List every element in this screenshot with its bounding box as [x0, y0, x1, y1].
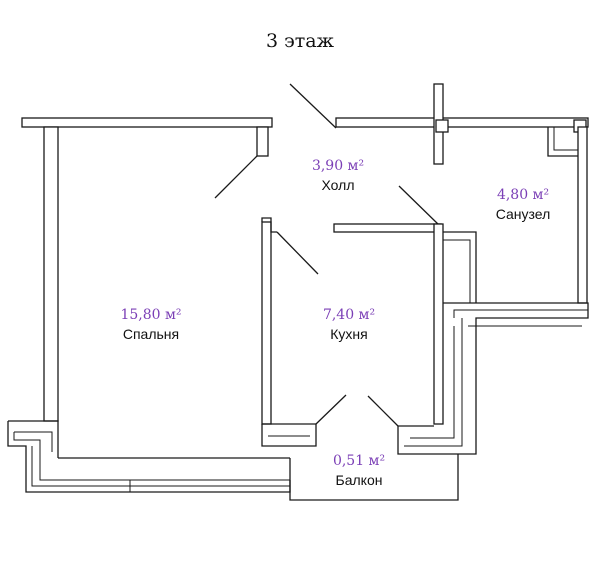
room-bathroom: 4,80 м² Санузел — [463, 186, 583, 224]
balcony-area: 0,51 м² — [332, 453, 386, 469]
room-hall: 3,90 м² Холл — [278, 157, 398, 195]
bathroom-name: Санузел — [495, 206, 551, 222]
hall-area: 3,90 м² — [311, 158, 365, 174]
floor-title: 3 этаж — [265, 30, 335, 52]
bedroom-walls — [21, 117, 273, 422]
room-bedroom: 15,80 м² Спальня — [91, 306, 211, 344]
door-swings — [214, 83, 441, 427]
bathroom-walls — [547, 126, 588, 304]
hall-top-wall — [335, 83, 589, 165]
bedroom-name: Спальня — [122, 326, 180, 342]
kitchen-name: Кухня — [330, 326, 368, 342]
hall-name: Холл — [321, 177, 355, 193]
bathroom-area: 4,80 м² — [496, 187, 550, 203]
room-balcony: 0,51 м² Балкон — [299, 452, 419, 490]
right-parapet — [289, 302, 589, 501]
bedroom-area: 15,80 м² — [120, 307, 182, 323]
left-parapet — [7, 420, 291, 493]
balcony-name: Балкон — [335, 472, 383, 488]
kitchen-area: 7,40 м² — [322, 307, 376, 323]
kitchen-lower-wall — [261, 423, 317, 447]
room-kitchen: 7,40 м² Кухня — [289, 306, 409, 344]
